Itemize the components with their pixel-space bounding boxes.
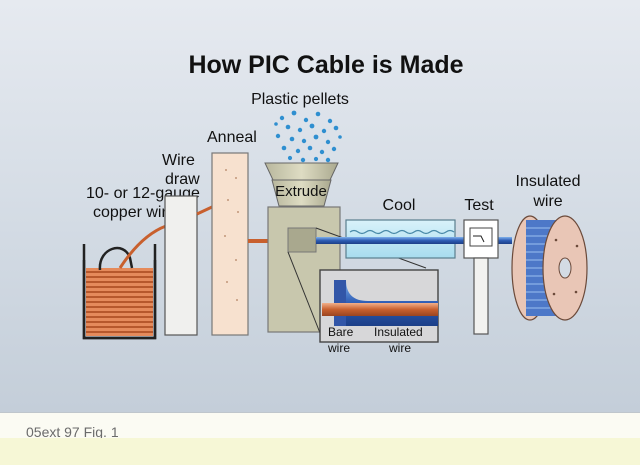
inset-bare-wire-label-line1: Bare bbox=[328, 325, 354, 339]
diagram-panel: How PIC Cable is Made bbox=[0, 0, 640, 412]
extruder-hopper bbox=[271, 179, 332, 207]
inset-zoom-line-bottom bbox=[287, 251, 323, 339]
insulated-wire-label-line1: Insulated bbox=[516, 173, 581, 190]
insulated-wire-label-line2: wire bbox=[532, 193, 562, 210]
wire-draw-machine bbox=[164, 195, 198, 336]
figure-caption-bar: 05ext 97 Fig. 1 bbox=[0, 412, 640, 440]
diagram-title: How PIC Cable is Made bbox=[188, 51, 463, 79]
extrude-label: Extrude bbox=[275, 183, 327, 200]
figure-caption: 05ext 97 Fig. 1 bbox=[26, 424, 119, 440]
wire-draw-to-anneal bbox=[196, 205, 213, 216]
wire-draw-label-line2: draw bbox=[165, 171, 200, 188]
inset-bare-wire-label-line2: wire bbox=[327, 341, 350, 355]
test-label: Test bbox=[464, 197, 494, 214]
tester-stand bbox=[473, 257, 489, 335]
anneal-dots bbox=[224, 169, 239, 301]
cross-section-inset: Bare wire Insulated wire bbox=[319, 269, 439, 355]
wire-draw-label-line1: Wire bbox=[162, 152, 195, 169]
cool-label: Cool bbox=[383, 197, 416, 214]
anneal-oven bbox=[211, 152, 249, 336]
insulated-wire-line bbox=[316, 237, 512, 244]
wire-spool bbox=[511, 215, 588, 321]
diagram-svg: How PIC Cable is Made bbox=[0, 0, 640, 412]
inset-insulated-wire-label-line2: wire bbox=[388, 341, 411, 355]
inset-insulated-wire-label-line1: Insulated bbox=[374, 325, 423, 339]
copper-wire-feed bbox=[118, 224, 167, 269]
water-ripple bbox=[349, 229, 455, 235]
tester-needle bbox=[473, 235, 485, 243]
anneal-label: Anneal bbox=[207, 129, 257, 146]
plastic-pellets bbox=[274, 110, 342, 163]
plastic-pellets-label: Plastic pellets bbox=[251, 91, 349, 108]
copper-wire-coil bbox=[82, 244, 157, 340]
footer-band bbox=[0, 438, 640, 465]
extruder-die bbox=[287, 227, 317, 253]
copper-wire-label-line2: copper wire bbox=[93, 204, 176, 221]
extruder-hopper-rim bbox=[264, 162, 339, 181]
